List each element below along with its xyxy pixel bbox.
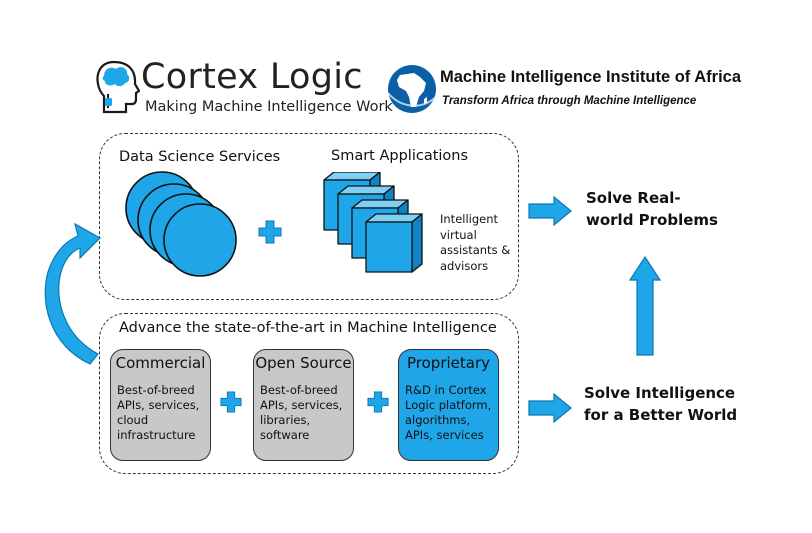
head-brain-icon [96,60,140,114]
smart-applications-cubes-icon [323,172,423,273]
arrow-up-icon [629,256,661,356]
proprietary-card-title: Proprietary [407,354,490,372]
solve-intelligence-better-world: Solve Intelligence for a Better World [584,384,738,424]
cortex-logic-tagline: Making Machine Intelligence Work [145,99,393,115]
open-source-card-title: Open Source [255,354,352,372]
proprietary-card-body: R&D in Cortex Logic platform, algorithms… [405,383,492,442]
plus-icon [220,391,242,413]
data-science-services-title: Data Science Services [119,149,281,165]
arrow-right-icon [528,196,572,226]
advance-state-of-art-title: Advance the state-of-the-art in Machine … [119,320,497,336]
commercial-card-body: Best-of-breed APIs, services, cloud infr… [117,383,200,442]
proprietary-card: Proprietary R&D in Cortex Logic platform… [398,349,499,461]
open-source-card: Open Source Best-of-breed APIs, services… [253,349,354,461]
advance-state-of-art-box [99,313,519,474]
services-applications-box [99,133,519,300]
africa-globe-icon [387,65,437,113]
arrow-right-icon [528,393,572,423]
miia-tagline: Transform Africa through Machine Intelli… [442,95,697,107]
open-source-card-body: Best-of-breed APIs, services, libraries,… [260,383,343,442]
feedback-curved-arrow-icon [44,222,101,365]
commercial-card: Commercial Best-of-breed APIs, services,… [110,349,211,461]
solve-real-world-problems: Solve Real- world Problems [586,189,718,229]
smart-applications-title: Smart Applications [331,148,469,164]
plus-icon [258,220,282,244]
commercial-card-title: Commercial [115,354,206,372]
cortex-logic-logo-name: Cortex Logic [141,57,363,97]
miia-logo-name: Machine Intelligence Institute of Africa [440,68,742,86]
smart-applications-note: Intelligent virtual assistants & advisor… [440,212,511,273]
plus-icon [367,391,389,413]
data-science-circles-icon [125,171,237,277]
